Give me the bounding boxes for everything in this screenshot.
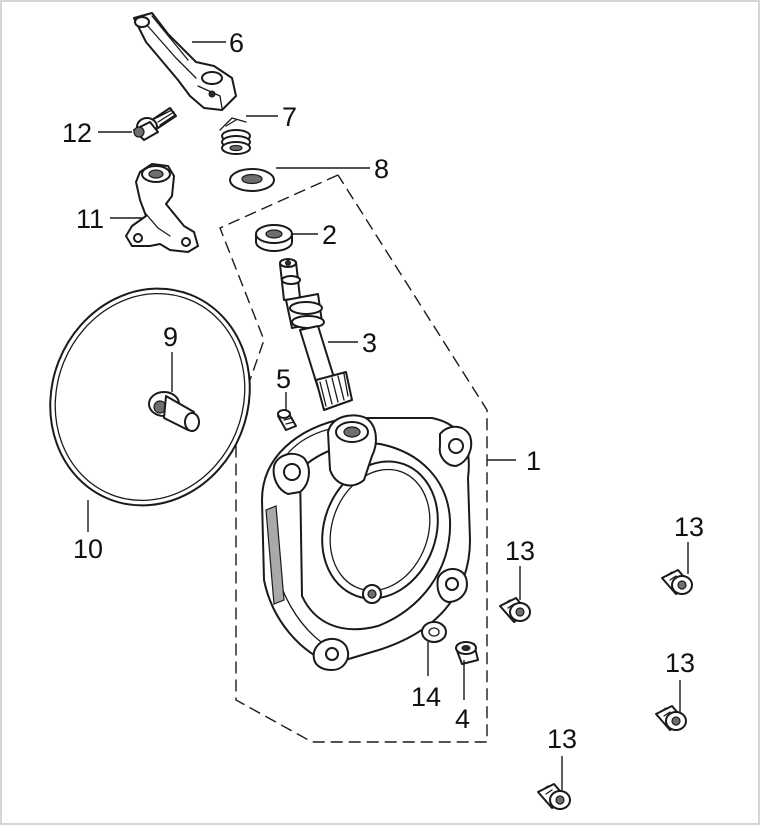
part-1-housing-cover bbox=[261, 414, 473, 671]
part-4-bolt bbox=[455, 641, 479, 665]
callout-7: 7 bbox=[282, 102, 297, 132]
part-13-bolt-d bbox=[537, 783, 571, 810]
part-11-bracket bbox=[125, 163, 199, 253]
part-7-spring bbox=[219, 117, 251, 155]
callout-5: 5 bbox=[276, 364, 291, 394]
callout-2: 2 bbox=[322, 220, 337, 250]
part-12-cap-screw bbox=[133, 107, 177, 141]
callout-12: 12 bbox=[62, 118, 92, 148]
part-5-small-screw bbox=[277, 409, 297, 431]
part-9-pin bbox=[148, 391, 200, 432]
callout-13c: 13 bbox=[665, 648, 695, 678]
callout-labels: 6 7 8 12 11 2 3 5 9 10 1 13 13 13 13 14 … bbox=[62, 28, 704, 754]
callout-14: 14 bbox=[411, 682, 441, 712]
part-3-shaft bbox=[279, 258, 353, 411]
assembly-group-outline bbox=[219, 174, 488, 743]
part-13-bolt-b bbox=[661, 569, 693, 595]
callout-8: 8 bbox=[374, 154, 389, 184]
callout-6: 6 bbox=[229, 28, 244, 58]
part-8-washer bbox=[229, 168, 275, 192]
callout-1: 1 bbox=[526, 446, 541, 476]
callout-9: 9 bbox=[163, 322, 178, 352]
callout-4: 4 bbox=[455, 704, 470, 734]
callout-3: 3 bbox=[362, 328, 377, 358]
part-6-arm-bracket bbox=[133, 12, 237, 111]
callout-13d: 13 bbox=[547, 724, 577, 754]
part-13-bolt-c bbox=[655, 705, 687, 731]
callout-11: 11 bbox=[76, 204, 104, 234]
callout-13b: 13 bbox=[674, 512, 704, 542]
part-14-washer bbox=[421, 621, 447, 643]
part-13-bolt-a bbox=[499, 597, 531, 623]
part-10-o-ring bbox=[49, 287, 251, 507]
callout-10: 10 bbox=[73, 534, 103, 564]
part-2-seal bbox=[255, 224, 293, 252]
leader-lines bbox=[87, 41, 689, 790]
callout-13a: 13 bbox=[505, 536, 535, 566]
